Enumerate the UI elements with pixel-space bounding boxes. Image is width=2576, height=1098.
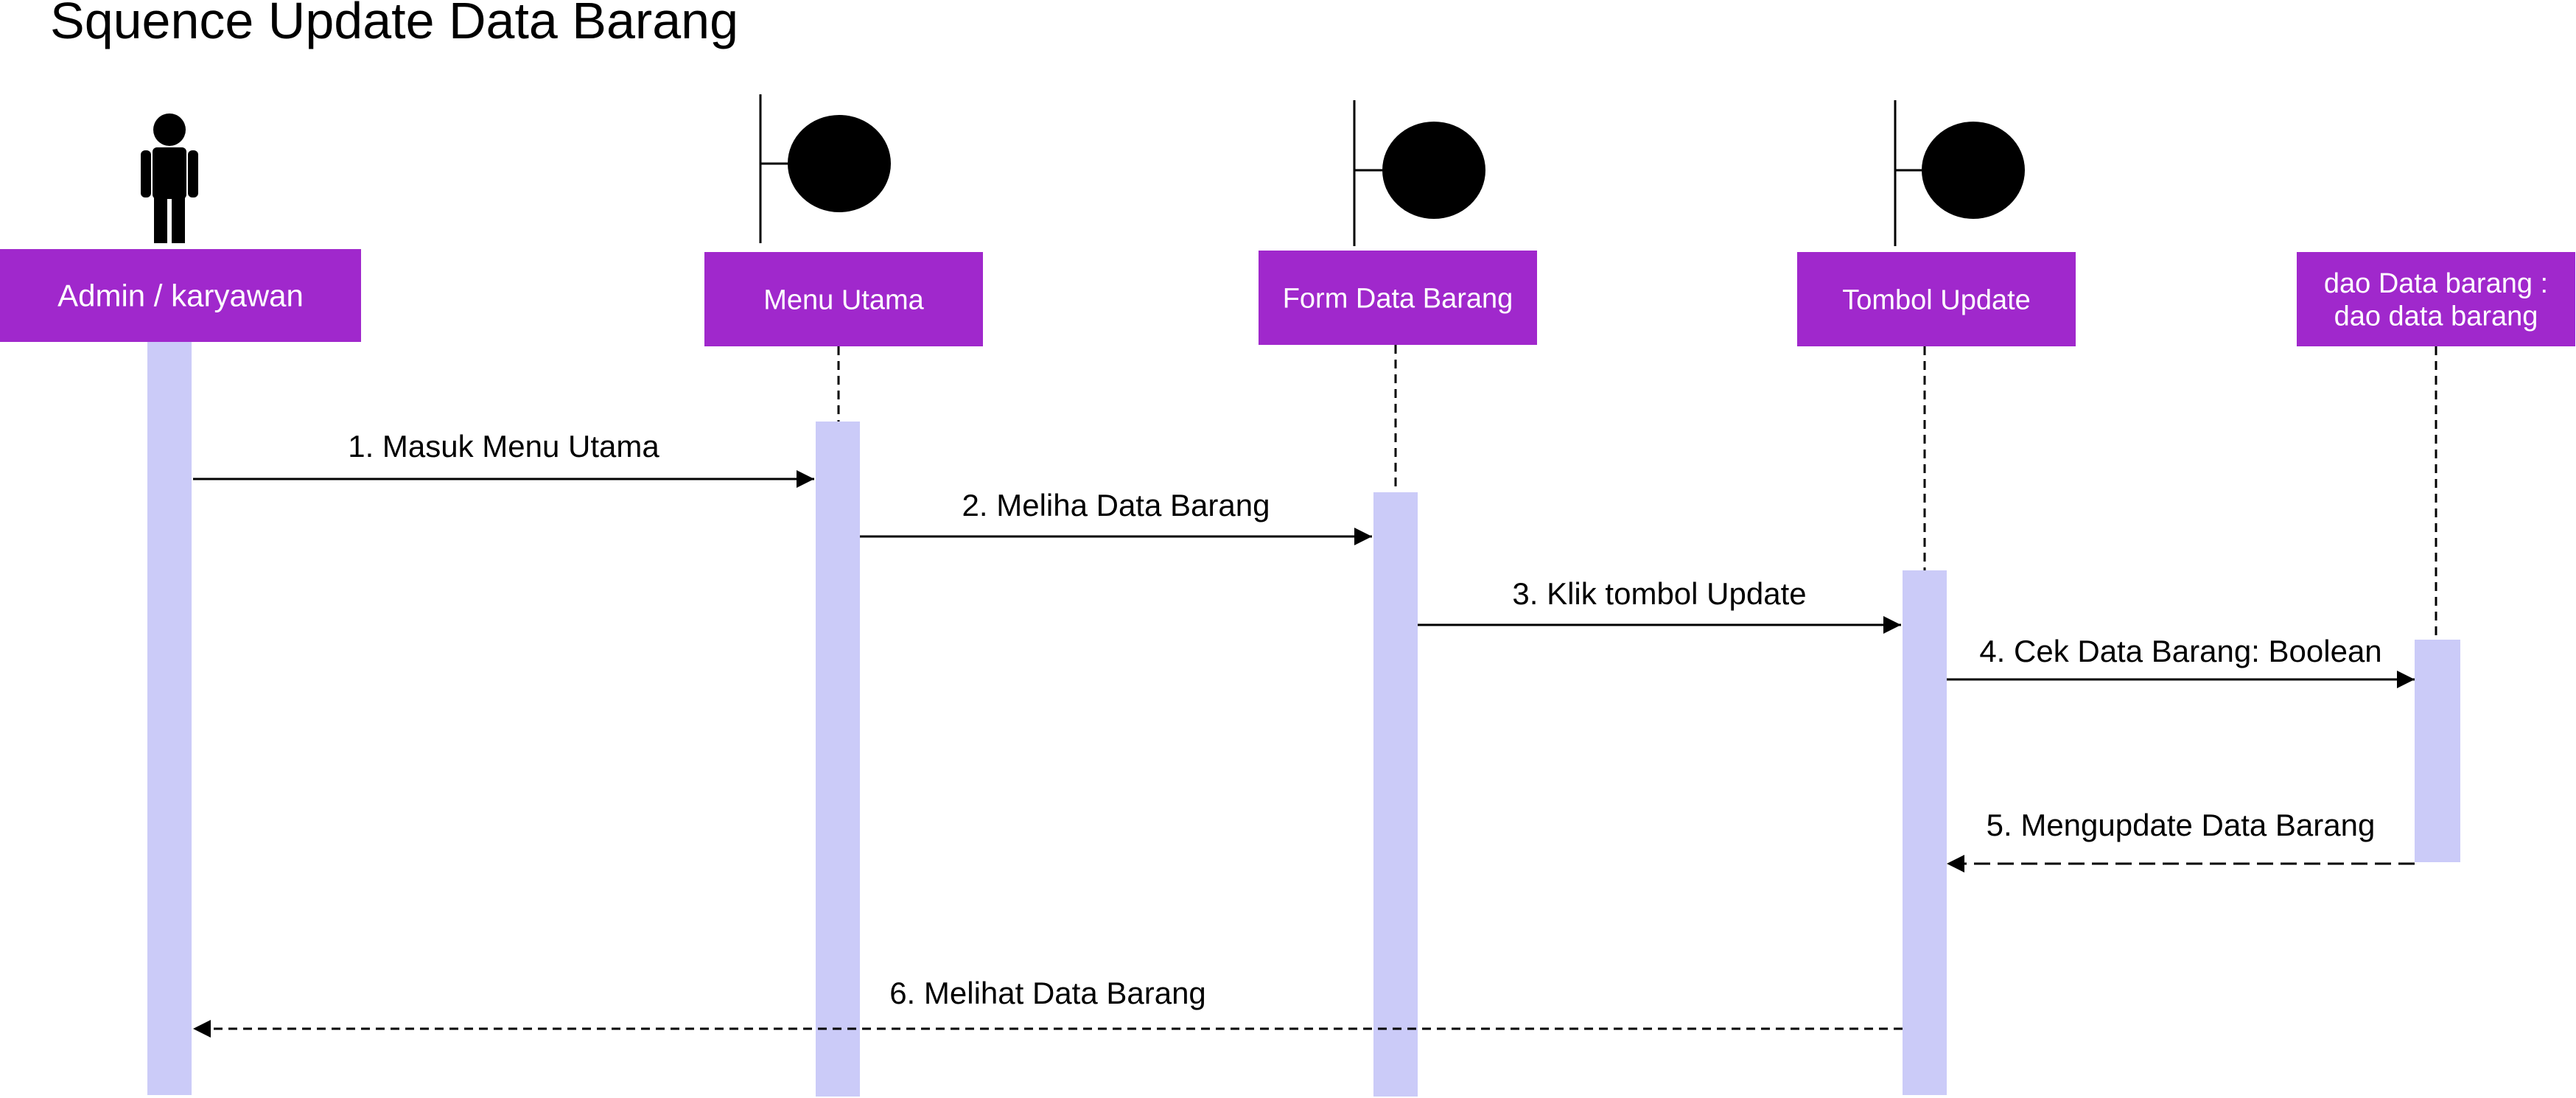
activation-bar-form <box>1373 492 1418 1097</box>
boundary-icon <box>1353 100 1485 246</box>
participant-label-admin: Admin / karyawan <box>57 279 304 313</box>
activation-bar-admin <box>147 342 192 1095</box>
participant-box-form[interactable] <box>1259 251 1537 345</box>
participant-icons <box>141 94 2025 246</box>
participant-box-admin[interactable] <box>0 249 361 342</box>
participant-box-dao[interactable] <box>2297 252 2575 346</box>
messages: 1. Masuk Menu Utama 2. Meliha Data Barang… <box>193 429 2415 1038</box>
message-label-2: 2. Meliha Data Barang <box>962 488 1270 522</box>
message-label-3: 3. Klik tombol Update <box>1512 576 1806 611</box>
message-label-4: 4. Cek Data Barang: Boolean <box>1979 634 2381 668</box>
boundary-icon <box>759 94 891 243</box>
participant-label-dao: dao data barang <box>2334 301 2538 332</box>
activation-bar-tombol <box>1903 570 1947 1095</box>
participant-label-form: Form Data Barang <box>1283 283 1513 314</box>
participant-box-menu[interactable] <box>704 252 983 346</box>
activation-bar-menu <box>816 422 860 1097</box>
diagram-title: Squence Update Data Barang <box>50 0 738 49</box>
actor-stick-figure-icon <box>141 113 198 243</box>
participant-label-tombol: Tombol Update <box>1842 284 2031 315</box>
message-label-6: 6. Melihat Data Barang <box>889 976 1206 1010</box>
message-label-5: 5. Mengupdate Data Barang <box>1987 808 2376 842</box>
participant-box-tombol[interactable] <box>1797 252 2076 346</box>
boundary-icon <box>1894 100 2025 246</box>
activation-bars <box>147 342 2460 1097</box>
participant-label-menu: Menu Utama <box>763 284 924 315</box>
message-label-1: 1. Masuk Menu Utama <box>348 429 659 464</box>
participant-label-dao: dao Data barang : <box>2324 268 2548 299</box>
participant-headers: Admin / karyawan Menu Utama Form Data Bara… <box>0 249 2575 346</box>
activation-bar-dao <box>2415 640 2460 862</box>
